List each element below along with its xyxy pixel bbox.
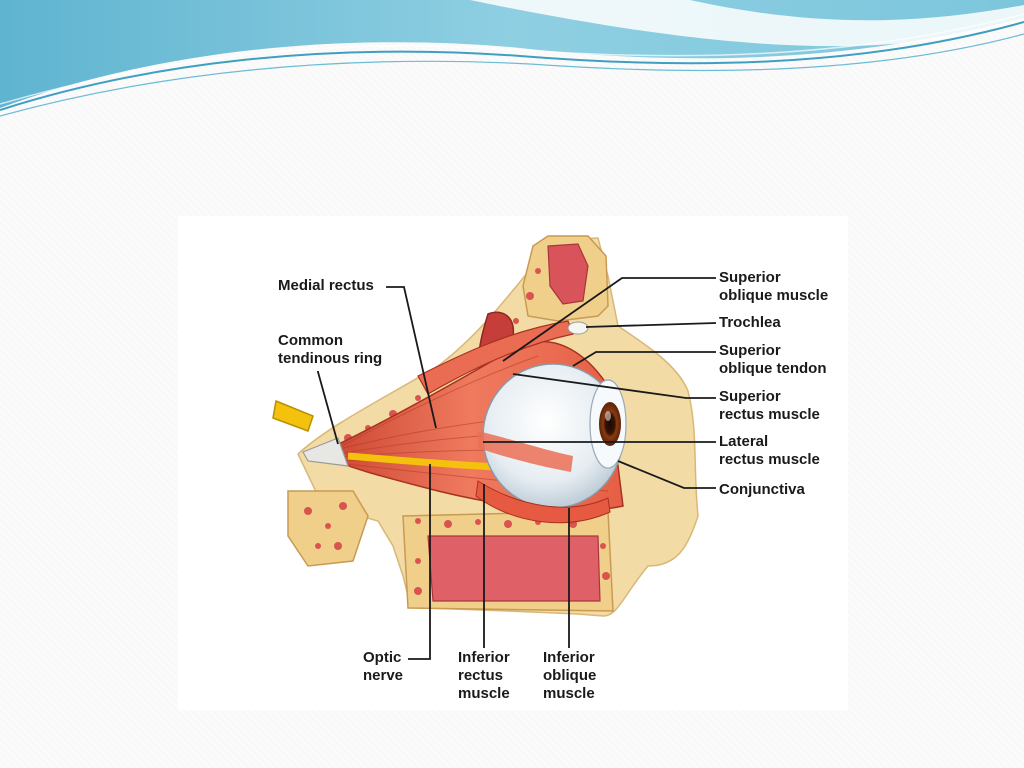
leader-superior-oblique <box>502 277 716 362</box>
diagram-illustration <box>272 235 717 660</box>
leader-superior-oblique-tendon <box>572 351 716 367</box>
leader-medial-rectus <box>386 286 437 429</box>
leader-conjunctiva <box>617 460 716 489</box>
inferior-oblique-band <box>475 480 611 524</box>
label-inferior-rectus-line2: rectus <box>458 667 504 684</box>
label-optic-nerve-line2: nerve <box>363 667 404 684</box>
label-superior-oblique-tendon-line1: Superior <box>719 342 781 359</box>
trochlea-pulley <box>567 321 589 335</box>
leader-lines <box>317 277 717 660</box>
optic-nerve-stub <box>272 399 314 432</box>
label-superior-oblique-line1: Superior <box>719 269 781 286</box>
leader-trochlea <box>585 322 717 328</box>
label-inferior-oblique-line3: muscle <box>543 685 595 702</box>
eye-muscle-diagram: Medial rectus Common tendinous ring Supe… <box>178 216 848 710</box>
label-conjunctiva: Conjunctiva <box>719 481 805 498</box>
label-superior-oblique-tendon-line2: oblique tendon <box>719 360 827 377</box>
leader-superior-rectus <box>512 373 716 399</box>
label-optic-nerve-line1: Optic <box>363 649 402 666</box>
slide-header-waves <box>0 0 1024 117</box>
label-superior-rectus-line2: rectus muscle <box>719 406 820 423</box>
frontal-sinus <box>547 243 589 305</box>
label-inferior-oblique-line1: Inferior <box>543 649 595 666</box>
iris <box>599 402 621 446</box>
label-common-ring-line1: Common <box>278 332 343 349</box>
label-medial-rectus: Medial rectus <box>278 277 374 294</box>
label-superior-rectus-line1: Superior <box>719 388 781 405</box>
label-lateral-rectus-line2: rectus muscle <box>719 451 820 468</box>
iris-highlight <box>605 411 611 421</box>
maxillary-sinus <box>427 535 601 602</box>
label-common-ring-line2: tendinous ring <box>278 350 383 367</box>
label-inferior-oblique-line2: oblique <box>543 667 597 684</box>
label-lateral-rectus-line1: Lateral <box>719 433 769 450</box>
label-inferior-rectus-line1: Inferior <box>458 649 510 666</box>
leader-common-ring <box>317 371 339 445</box>
label-superior-oblique-line2: oblique muscle <box>719 287 829 304</box>
leader-optic-nerve <box>408 464 431 660</box>
tendinous-ring <box>302 437 349 467</box>
label-trochlea: Trochlea <box>719 314 781 331</box>
label-inferior-rectus-line3: muscle <box>458 685 510 702</box>
